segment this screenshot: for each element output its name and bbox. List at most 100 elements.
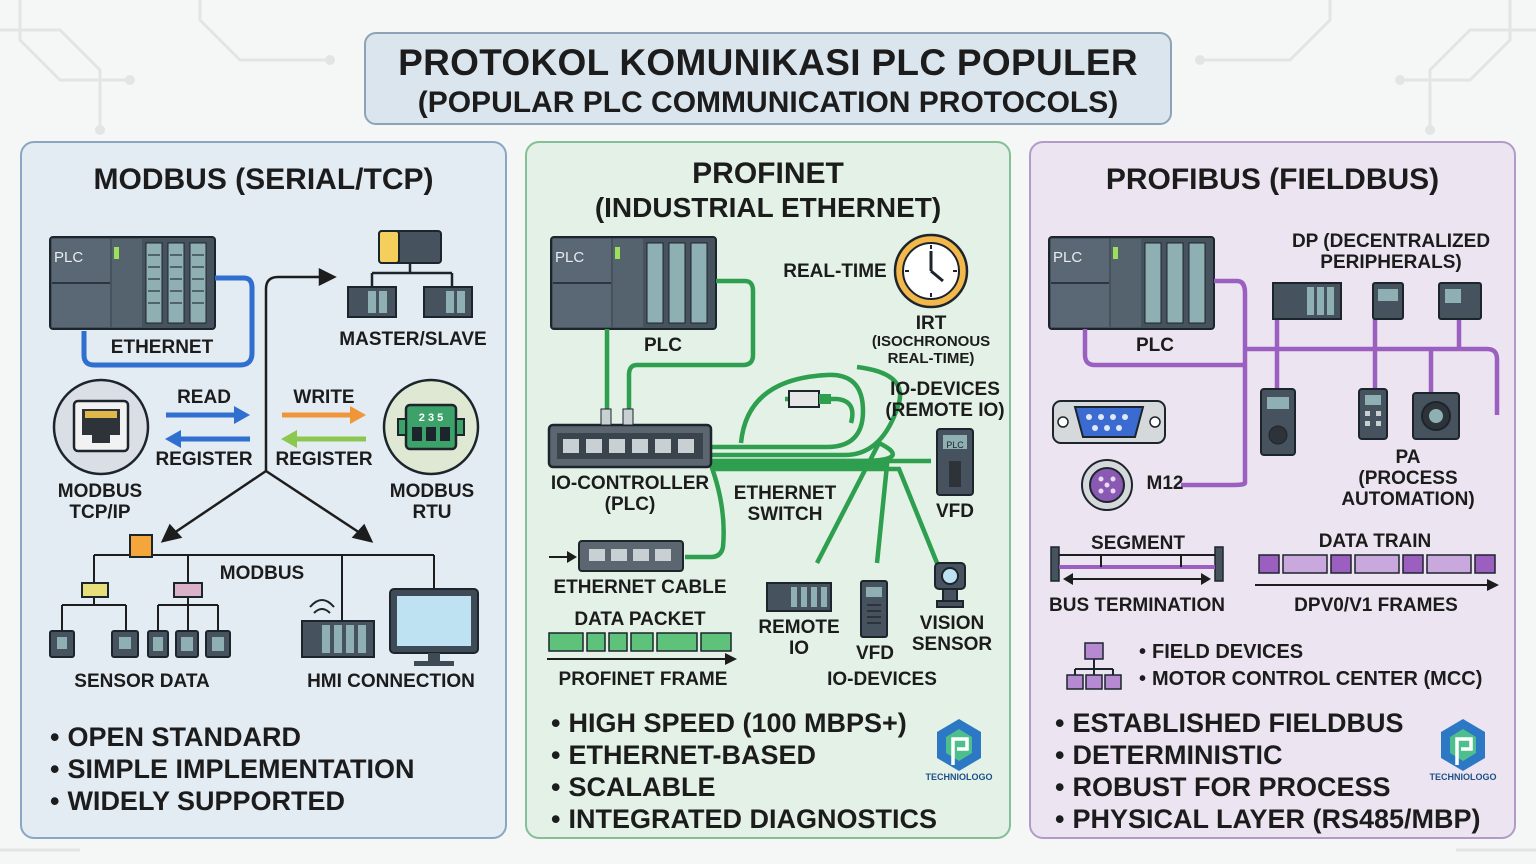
modbus-rtu-icon: 2 3 5 [382, 378, 480, 476]
hmi-monitor-icon [389, 588, 479, 666]
profibus-feature: ROBUST FOR PROCESS [1055, 771, 1481, 803]
profibus-diagram [1048, 236, 1500, 771]
read-label: READ [177, 387, 231, 408]
profibus-feature-list: ESTABLISHED FIELDBUS DETERMINISTIC ROBUS… [1055, 707, 1481, 835]
m12-connector-icon [1081, 459, 1133, 511]
modbus-bus-network [61, 547, 435, 633]
data-packet-label: DATA PACKET [574, 609, 706, 630]
profinet-logo-text: TECHNIOLOGO [925, 772, 993, 782]
data-train-frames [1258, 554, 1496, 574]
modbus-plc-tag: PLC [54, 249, 84, 266]
title-banner: PROTOKOL KOMUNIKASI PLC POPULER (POPULAR… [364, 32, 1172, 125]
modbus-tcpip-label: MODBUS TCP/IP [57, 481, 143, 523]
modbus-feature: OPEN STANDARD [50, 721, 414, 753]
profinet-data-packet [548, 632, 732, 652]
modbus-flow-arrows [160, 267, 374, 543]
sensor-devices [49, 630, 231, 658]
vfd-bottom-icon [860, 580, 888, 638]
hmi-rack-icon [301, 599, 375, 658]
profinet-feature-list: HIGH SPEED (100 MBPS+) ETHERNET-BASED SC… [551, 707, 937, 835]
rtu-connector-pins: 2 3 5 [419, 412, 443, 424]
segment-diagram [1050, 546, 1224, 585]
page-subtitle: (POPULAR PLC COMMUNICATION PROTOCOLS) [417, 86, 1119, 119]
irt-label: IRT [915, 313, 947, 334]
bus-termination-label: BUS TERMINATION [1049, 595, 1225, 616]
data-train-arrow [1255, 579, 1499, 591]
segment-label: SEGMENT [1091, 533, 1185, 554]
profinet-feature: ETHERNET-BASED [551, 739, 937, 771]
profinet-cables [604, 278, 940, 565]
modbus-rtu-label: MODBUS RTU [389, 481, 475, 523]
ethernet-switch-label: ETHERNET SWITCH [733, 483, 837, 525]
write-arrow [282, 406, 366, 424]
remote-io-label: REMOTE IO [758, 617, 840, 659]
irt-sub-label: (ISOCHRONOUS REAL-TIME) [871, 333, 991, 367]
profibus-plc-tag: PLC [1053, 249, 1083, 266]
profinet-plc-tag: PLC [555, 249, 585, 266]
read-arrow [166, 406, 250, 424]
register-arrow-right [281, 430, 366, 448]
page-title: PROTOKOL KOMUNIKASI PLC POPULER [398, 42, 1138, 83]
master-slave-label: MASTER/SLAVE [339, 329, 487, 350]
ethernet-cable-switch-icon [549, 540, 684, 572]
profinet-feature: SCALABLE [551, 771, 937, 803]
vfd-right-label: VFD [936, 501, 974, 522]
profinet-plc-label: PLC [644, 335, 682, 356]
profibus-heading: PROFIBUS (FIELDBUS) [1105, 163, 1440, 196]
vfd-plc-tag: PLC [946, 440, 964, 450]
profinet-subheading: (INDUSTRIAL ETHERNET) [594, 192, 942, 223]
write-label: WRITE [293, 387, 355, 408]
register-arrow-left [165, 430, 250, 448]
data-train-label: DATA TRAIN [1318, 531, 1432, 552]
profinet-frame-arrow [547, 653, 737, 665]
profibus-feature: PHYSICAL LAYER (RS485/MBP) [1055, 803, 1480, 835]
modbus-panel: MODBUS (SERIAL/TCP) [20, 141, 507, 839]
modbus-feature-list: OPEN STANDARD SIMPLE IMPLEMENTATION WIDE… [50, 721, 414, 817]
profinet-diagram [547, 233, 981, 771]
vision-sensor-icon [934, 562, 966, 608]
ethernet-cable-label: ETHERNET CABLE [553, 577, 727, 598]
modbus-slave-node [81, 582, 109, 598]
profibus-device-list: FIELD DEVICES MOTOR CONTROL CENTER (MCC) [1139, 639, 1482, 693]
profinet-plc-icon [550, 236, 717, 330]
rj45-plug-icon [788, 390, 831, 408]
realtime-clock-icon [893, 233, 969, 309]
io-devices-label: IO-DEVICES [827, 669, 937, 690]
modbus-heading: MODBUS (SERIAL/TCP) [93, 163, 434, 196]
modbus-master-node [129, 534, 153, 558]
profibus-panel: PROFIBUS (FIELDBUS) [1029, 141, 1516, 839]
profibus-feature: ESTABLISHED FIELDBUS [1055, 707, 1481, 739]
technio-logo-icon [937, 719, 981, 771]
realtime-label: REAL-TIME [783, 261, 887, 282]
modbus-bus-label: MODBUS [219, 563, 305, 584]
vfd-bottom-label: VFD [856, 643, 894, 664]
dp-frames-label: DPV0/V1 FRAMES [1294, 595, 1458, 616]
profinet-panel: PROFINET (INDUSTRIAL ETHERNET) [525, 141, 1011, 839]
ethernet-switch-icon [547, 408, 713, 469]
remote-io-icon [766, 582, 832, 612]
dp-label: DP (DECENTRALIZED PERIPHERALS) [1291, 231, 1491, 273]
modbus-slave-node [173, 582, 203, 598]
register-label-right: REGISTER [275, 449, 373, 470]
profinet-frame-label: PROFINET FRAME [558, 669, 728, 690]
profibus-plc-label: PLC [1136, 335, 1174, 356]
io-controller-label: IO-CONTROLLER (PLC) [550, 473, 710, 515]
profibus-plc-icon [1048, 236, 1215, 330]
profibus-feature: DETERMINISTIC [1055, 739, 1481, 771]
db9-connector-icon [1052, 400, 1166, 444]
profibus-device-item: MOTOR CONTROL CENTER (MCC) [1139, 666, 1482, 693]
vfd-right-icon [936, 428, 974, 496]
master-slave-icon [347, 230, 473, 318]
modbus-tcpip-icon [52, 378, 150, 476]
modbus-ethernet-label: ETHERNET [110, 337, 214, 358]
m12-label: M12 [1146, 473, 1184, 494]
vision-sensor-label: VISION SENSOR [911, 613, 993, 655]
modbus-ethernet-cable [81, 275, 255, 368]
hmi-connection-label: HMI CONNECTION [307, 671, 475, 692]
profinet-feature: INTEGRATED DIAGNOSTICS [551, 803, 937, 835]
hierarchy-icon [1066, 642, 1122, 690]
modbus-diagram: 2 3 5 [49, 230, 480, 666]
io-devices-remote-label: IO-DEVICES (REMOTE IO) [885, 379, 1005, 421]
modbus-feature: SIMPLE IMPLEMENTATION [50, 753, 414, 785]
